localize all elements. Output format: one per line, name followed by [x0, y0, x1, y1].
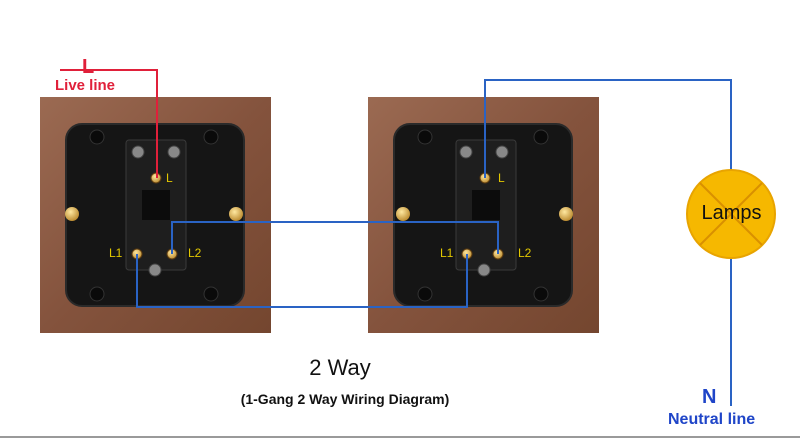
- mount-hole-icon: [533, 286, 549, 302]
- lamp-icon: [686, 169, 776, 259]
- brass-screw-icon: [559, 207, 573, 221]
- screw-icon: [167, 145, 181, 159]
- mount-hole-icon: [89, 286, 105, 302]
- mount-hole-icon: [417, 286, 433, 302]
- slot: [472, 190, 500, 220]
- switch-1: [40, 97, 271, 333]
- screw-icon: [148, 263, 162, 277]
- live-wire: [60, 69, 158, 178]
- live-letter: L: [82, 56, 95, 78]
- traveller-wire-l2: [171, 221, 499, 254]
- traveller-wire-l1: [136, 254, 468, 308]
- mount-hole-icon: [533, 129, 549, 145]
- brass-screw-icon: [65, 207, 79, 221]
- mount-hole-icon: [203, 129, 219, 145]
- lamp-feed-wire: [484, 79, 732, 178]
- screw-icon: [459, 145, 473, 159]
- switch-2-terminal-l2-label: L2: [518, 246, 532, 260]
- switch-2-terminal-l-label: L: [498, 171, 505, 185]
- diagram-subtitle: (1-Gang 2 Way Wiring Diagram): [240, 391, 450, 407]
- screw-icon: [477, 263, 491, 277]
- mount-hole-icon: [417, 129, 433, 145]
- switch-1-terminal-l1-label: L1: [109, 246, 123, 260]
- brass-screw-icon: [396, 207, 410, 221]
- neutral-letter: N: [702, 386, 717, 408]
- diagram-title: 2 Way: [309, 355, 371, 380]
- switch-2-terminal-l1-label: L1: [440, 246, 454, 260]
- lamp-label: Lamps: [701, 202, 762, 224]
- slot: [142, 190, 170, 220]
- switch-1-terminal-l-label: L: [166, 171, 173, 185]
- brass-screw-icon: [229, 207, 243, 221]
- switch-1-terminal-l2-label: L2: [188, 246, 202, 260]
- switch-2: [368, 97, 599, 333]
- screw-icon: [495, 145, 509, 159]
- screw-icon: [131, 145, 145, 159]
- live-line-label: Live line: [55, 77, 116, 94]
- mount-hole-icon: [203, 286, 219, 302]
- neutral-line-label: Neutral line: [668, 411, 756, 428]
- mount-hole-icon: [89, 129, 105, 145]
